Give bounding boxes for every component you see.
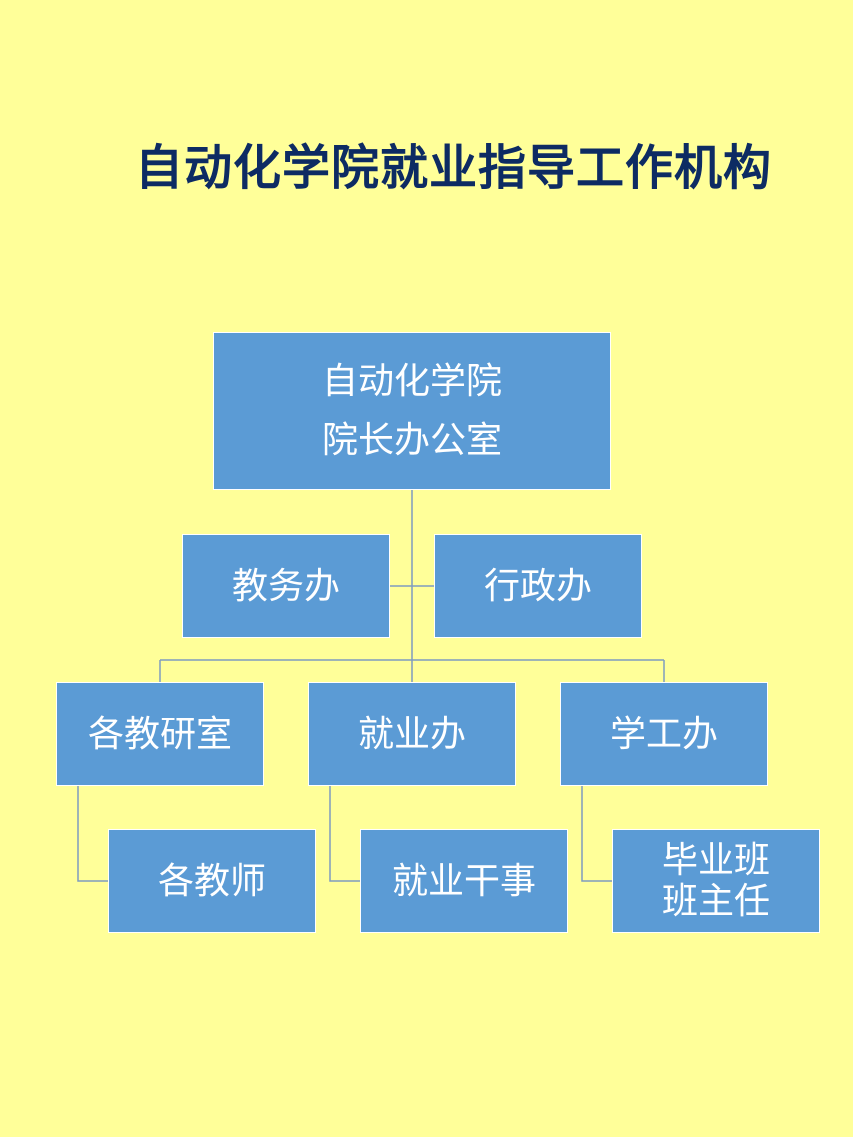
node-academic-affairs: 教务办 xyxy=(182,534,390,638)
node-graduating-class-line2: 班主任 xyxy=(661,881,770,922)
node-dean-office: 自动化学院 院长办公室 xyxy=(213,332,611,490)
node-student-affairs-label: 学工办 xyxy=(609,713,718,755)
node-teaching-offices-label: 各教研室 xyxy=(87,713,232,755)
node-employment-office-label: 就业办 xyxy=(357,713,466,755)
node-administration-label: 行政办 xyxy=(483,565,592,607)
node-dean-office-line1: 自动化学院 xyxy=(321,360,502,402)
node-graduating-class-line1: 毕业班 xyxy=(661,839,770,881)
node-employment-office: 就业办 xyxy=(308,682,516,786)
node-academic-affairs-label: 教务办 xyxy=(231,565,340,607)
diagram-title: 自动化学院就业指导工作机构 xyxy=(135,140,773,196)
connector-elbow-middle xyxy=(329,786,360,882)
node-employment-staff: 就业干事 xyxy=(360,829,568,933)
node-employment-staff-label: 就业干事 xyxy=(391,860,536,902)
node-graduating-class-advisors: 毕业班 班主任 xyxy=(612,829,820,933)
connector-elbow-left xyxy=(77,786,108,882)
node-teachers-label: 各教师 xyxy=(157,860,266,902)
node-teachers: 各教师 xyxy=(108,829,316,933)
node-teaching-offices: 各教研室 xyxy=(56,682,264,786)
connector-elbow-right xyxy=(581,786,612,882)
node-student-affairs: 学工办 xyxy=(560,682,768,786)
node-dean-office-line2: 院长办公室 xyxy=(321,420,502,461)
node-administration: 行政办 xyxy=(434,534,642,638)
